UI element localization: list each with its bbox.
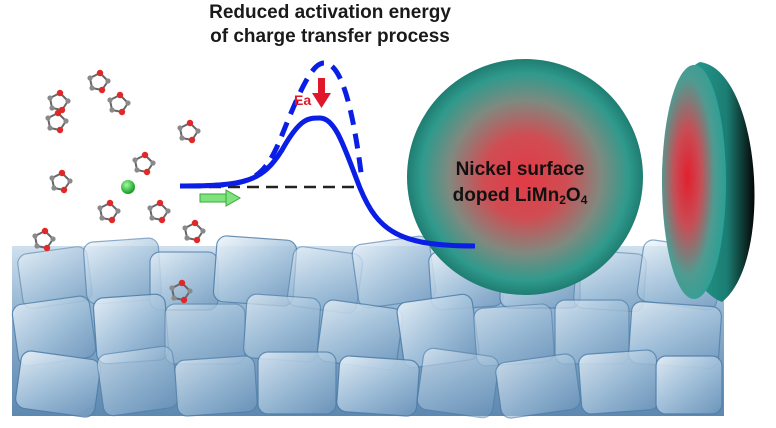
lithium-ion-icon xyxy=(121,180,135,194)
ice-cube-bed xyxy=(11,235,724,419)
molecule-icon xyxy=(97,199,121,224)
formula-o: O xyxy=(565,185,581,206)
molecule-icon xyxy=(182,219,206,244)
ice-cube xyxy=(257,351,337,415)
molecule-icon xyxy=(169,279,193,304)
ice-cubes xyxy=(11,235,724,419)
molecule-icon xyxy=(132,151,156,176)
energy-arrow-icon xyxy=(312,78,331,108)
ice-cube xyxy=(174,355,258,417)
activation-energy-label: Ea xyxy=(294,92,312,108)
flow-arrow-icon xyxy=(199,189,242,207)
reduced-barrier-curve xyxy=(179,115,476,249)
solvent-molecules xyxy=(32,69,206,304)
molecule-icon xyxy=(87,69,111,94)
ice-cube xyxy=(416,347,500,419)
title-line-2: of charge transfer process xyxy=(210,26,450,47)
particle-cross-section xyxy=(662,62,755,302)
molecule-icon xyxy=(107,91,131,116)
molecule-icon xyxy=(32,227,56,252)
molecule-icon xyxy=(47,89,71,114)
ice-cube xyxy=(15,350,101,418)
ice-cube xyxy=(336,355,420,417)
formula-main: doped LiMn xyxy=(452,185,560,206)
particle-label-line-1: Nickel surface xyxy=(455,159,585,180)
ice-cube xyxy=(655,355,723,415)
molecule-icon xyxy=(49,169,73,194)
molecule-icon xyxy=(45,109,69,134)
energy-profile xyxy=(179,60,476,249)
particle-label-line-2: doped LiMn2O4 xyxy=(420,183,620,213)
limn2o4-particle xyxy=(407,59,643,295)
molecule-icon xyxy=(147,199,171,224)
ice-cube xyxy=(351,235,437,309)
original-barrier-curve xyxy=(184,60,365,189)
ice-cube xyxy=(495,353,581,419)
ice-cube xyxy=(578,349,660,415)
formula-sub-o: 4 xyxy=(580,193,588,207)
title-line-1: Reduced activation energy xyxy=(209,2,451,23)
ice-cube xyxy=(96,345,180,417)
molecule-icon xyxy=(177,119,201,144)
ice-cube xyxy=(164,303,246,365)
formula-sub-mn: 2 xyxy=(559,193,566,207)
